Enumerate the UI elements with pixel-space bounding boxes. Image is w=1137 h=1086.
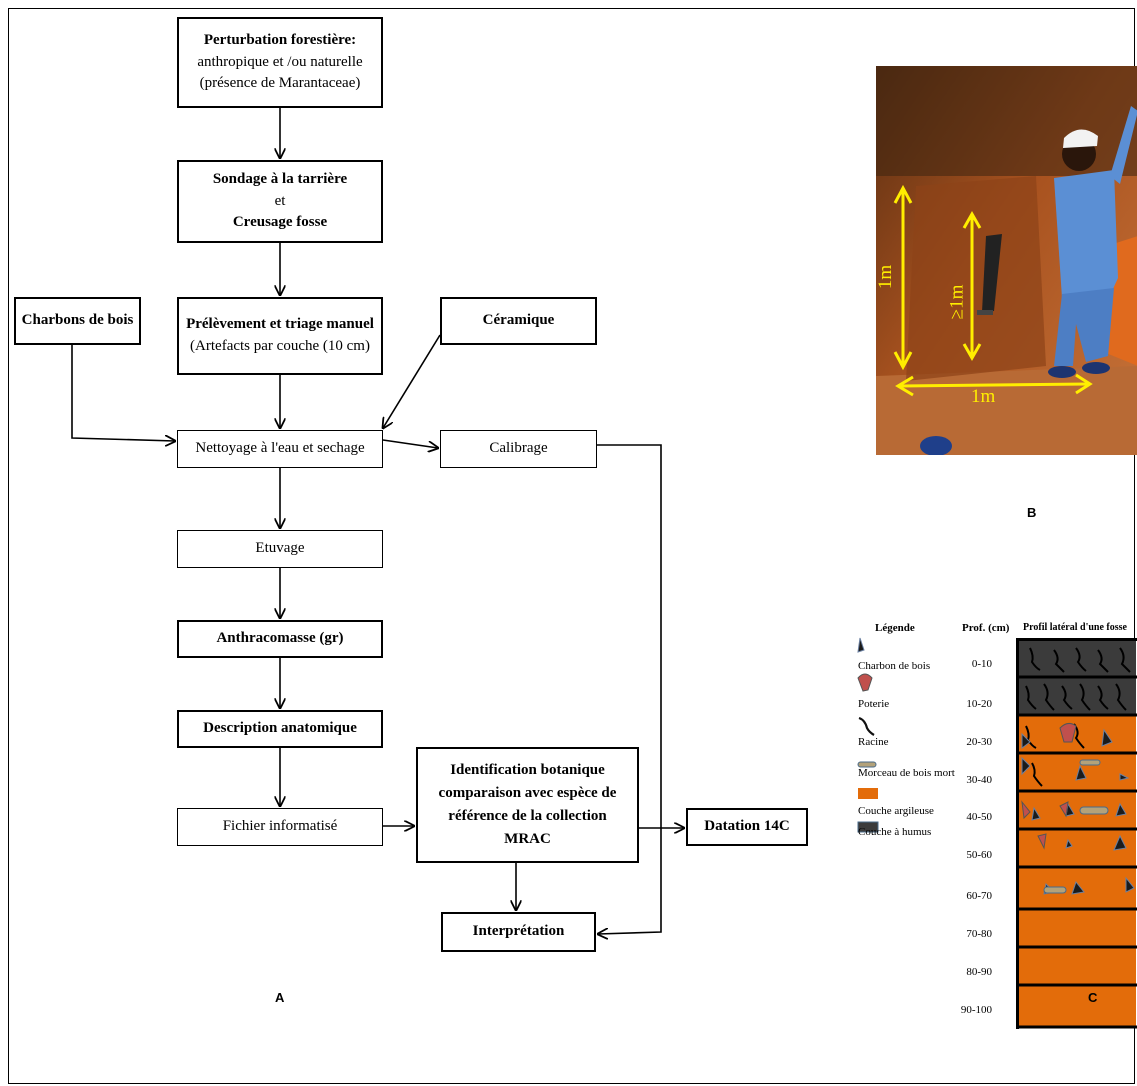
box-perturbation: Perturbation forestière: anthropique et … xyxy=(177,17,383,108)
identification-title: Identification botanique xyxy=(450,761,605,778)
photo-label-left: 1m xyxy=(876,264,897,290)
interpretation-label: Interprétation xyxy=(472,923,565,940)
charcoal-icon xyxy=(857,637,865,653)
box-description: Description anatomique xyxy=(177,710,383,748)
arrow-charbons-nettoyage xyxy=(71,345,175,441)
legend-label-root: Racine xyxy=(858,736,889,748)
humus-layer-icon xyxy=(857,821,879,833)
prelevement-title: Prélèvement et triage manuel xyxy=(186,316,374,333)
panel-label-a: A xyxy=(275,990,285,1005)
nettoyage-label: Nettoyage à l'eau et sechage xyxy=(195,440,365,457)
box-prelevement: Prélèvement et triage manuel (Artefacts … xyxy=(177,297,383,375)
identification-line4: MRAC xyxy=(504,831,551,848)
deadwood-marks xyxy=(1043,759,1109,894)
arrow-nettoyage-calibrage xyxy=(382,439,438,448)
anthracomasse-label: Anthracomasse (gr) xyxy=(216,630,344,647)
box-datation: Datation 14C xyxy=(686,808,808,846)
legend-header: Légende xyxy=(875,622,915,634)
field-photo: 1m ≥1m 1m xyxy=(876,66,1137,455)
pit-profile xyxy=(1016,638,1137,1029)
box-identification: Identification botanique comparaison ave… xyxy=(416,747,639,863)
depth-label: 30-40 xyxy=(966,774,992,786)
box-interpretation: Interprétation xyxy=(441,912,596,952)
box-anthracomasse: Anthracomasse (gr) xyxy=(177,620,383,658)
calibrage-label: Calibrage xyxy=(489,440,548,457)
photo-label-mid: ≥1m xyxy=(946,284,968,320)
box-ceramique: Céramique xyxy=(440,297,597,345)
ceramique-label: Céramique xyxy=(482,312,555,329)
legend-label-charcoal: Charbon de bois xyxy=(858,660,931,672)
box-sondage: Sondage à la tarrière et Creusage fosse xyxy=(177,160,383,243)
depth-label: 60-70 xyxy=(966,890,992,902)
box-nettoyage: Nettoyage à l'eau et sechage xyxy=(177,430,383,468)
depth-header: Prof. (cm) xyxy=(962,622,1010,634)
layer-humus xyxy=(1017,639,1136,677)
box-charbons: Charbons de bois xyxy=(14,297,141,345)
perturbation-line3: (présence de Marantaceae) xyxy=(199,75,361,92)
panel-label-b: B xyxy=(1027,505,1037,520)
root-marks xyxy=(1025,647,1131,787)
box-fichier: Fichier informatisé xyxy=(177,808,383,846)
layer-humus xyxy=(1017,678,1136,715)
etuvage-label: Etuvage xyxy=(255,540,305,557)
legend-label-pottery: Poterie xyxy=(858,698,890,710)
perturbation-line2: anthropique et /ou naturelle xyxy=(197,53,363,70)
depth-label: 90-100 xyxy=(960,1004,992,1016)
arrow-ceramique-nettoyage xyxy=(383,334,441,428)
sondage-line2: et xyxy=(274,192,286,209)
legend-icons xyxy=(857,637,879,833)
arrow-calibrage-interpretation xyxy=(597,444,662,934)
pottery-marks xyxy=(1021,722,1077,850)
profile-header: Profil latéral d'une fosse xyxy=(1023,622,1127,633)
depth-label: 50-60 xyxy=(966,849,992,861)
sondage-line1: Sondage à la tarrière xyxy=(212,170,348,187)
charbons-label: Charbons de bois xyxy=(21,312,134,329)
box-etuvage: Etuvage xyxy=(177,530,383,568)
legend-label-deadwood: Morceau de bois mort xyxy=(858,767,955,779)
identification-line2: comparaison avec espèce de xyxy=(438,784,617,801)
photo-label-bottom: 1m xyxy=(971,386,996,407)
depth-label: 0-10 xyxy=(971,658,992,670)
panel-label-c: C xyxy=(1088,990,1098,1005)
perturbation-title: Perturbation forestière: xyxy=(203,31,357,48)
pottery-icon xyxy=(857,673,873,692)
deadwood-icon xyxy=(857,761,877,768)
description-label: Description anatomique xyxy=(203,720,357,737)
clay-layer-icon xyxy=(858,788,878,799)
box-calibrage: Calibrage xyxy=(440,430,597,468)
depth-label: 80-90 xyxy=(966,966,992,978)
root-icon xyxy=(858,716,875,736)
depth-label: 10-20 xyxy=(966,698,992,710)
legend-label-humus: Couche à humus xyxy=(858,826,932,838)
depth-label: 70-80 xyxy=(966,928,992,940)
figure-frame xyxy=(8,8,1135,1084)
layer-clay xyxy=(1017,716,1136,1027)
fichier-label: Fichier informatisé xyxy=(222,818,338,835)
depth-label: 40-50 xyxy=(966,811,992,823)
legend-label-clay: Couche argileuse xyxy=(858,805,934,817)
prelevement-sub: (Artefacts par couche (10 cm) xyxy=(190,338,370,354)
depth-label: 20-30 xyxy=(966,736,992,748)
datation-label: Datation 14C xyxy=(704,818,790,835)
identification-line3: référence de la collection xyxy=(448,808,607,824)
sondage-line3: Creusage fosse xyxy=(232,214,328,231)
